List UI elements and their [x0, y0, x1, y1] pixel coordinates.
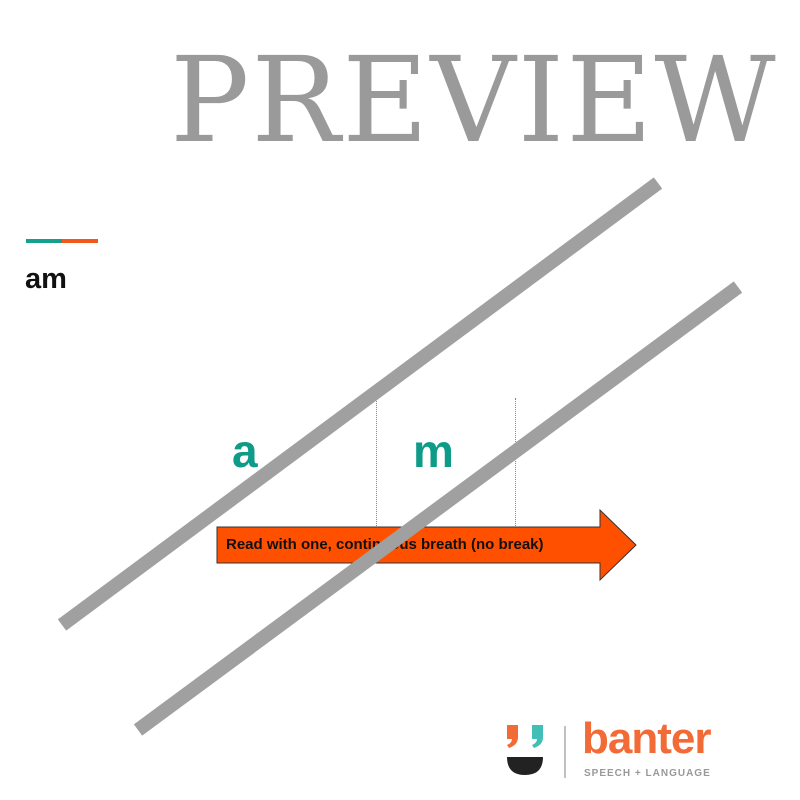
letter-a: a	[232, 425, 258, 477]
logo-tagline: SPEECH + LANGUAGE	[584, 768, 711, 779]
slide-title: am	[25, 263, 67, 295]
accent-bar-teal	[26, 239, 62, 243]
accent-bar-orange	[62, 239, 98, 243]
banter-logo-icon	[507, 725, 566, 778]
breath-arrow	[216, 508, 637, 582]
divider-line-2	[515, 398, 516, 526]
watermark-text: PREVIEW	[170, 31, 778, 169]
letter-m: m	[413, 425, 454, 477]
divider-line-1	[376, 398, 377, 526]
logo-wordmark: banter	[582, 714, 711, 763]
